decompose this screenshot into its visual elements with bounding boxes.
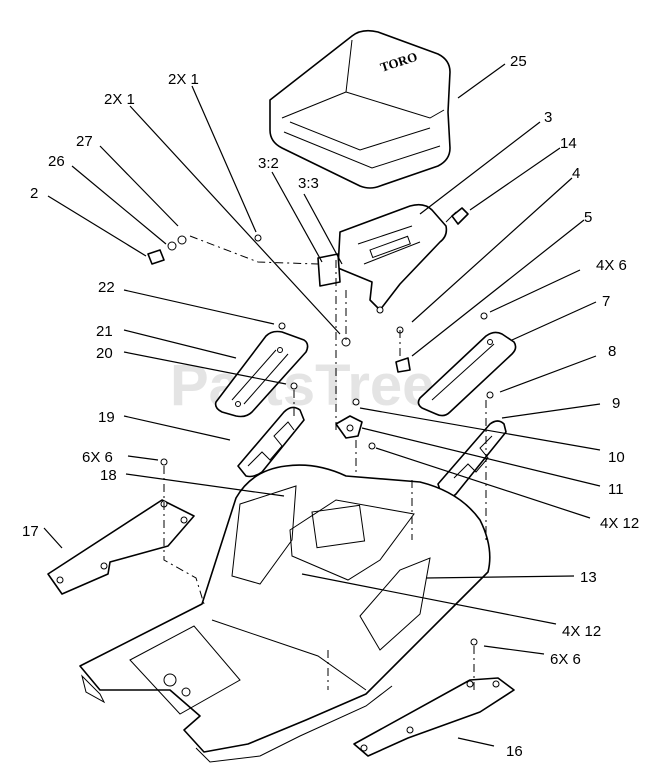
callouts: 25 3 14 4 5 4X 6 7 8 9 10 11 4X 12 13 4X… [22,53,639,760]
right-side-plate [353,677,515,757]
callout-7: 7 [602,293,610,310]
callout-11: 11 [608,481,624,498]
right-fender-pad [437,420,507,499]
callout-27: 27 [76,133,93,150]
leader-lines [43,63,601,747]
callout-8: 8 [608,343,616,360]
callout-4: 4 [572,165,580,182]
left-upper-plate [214,330,309,418]
right-upper-plate [417,331,517,417]
callout-2x1-left: 2X 1 [104,91,135,108]
seat-knob [445,207,469,225]
callout-22: 22 [98,279,115,296]
callout-3: 3 [544,109,552,126]
callout-6x6-left: 6X 6 [82,449,113,466]
callout-19: 19 [98,409,115,426]
left-fender-pad [237,406,305,478]
callout-4x6: 4X 6 [596,257,627,274]
callout-2: 2 [30,185,38,202]
hardware-bolts [147,234,494,646]
callout-18: 18 [100,467,117,484]
callout-10: 10 [608,449,625,466]
callout-16: 16 [506,743,523,760]
callout-26: 26 [48,153,65,170]
callout-13: 13 [580,569,597,586]
callout-5: 5 [584,209,592,226]
assembly-lines [163,235,487,690]
hinge-bracket [335,415,363,439]
callout-25: 25 [510,53,527,70]
callout-21: 21 [96,323,113,340]
left-side-plate [47,499,195,595]
callout-3-2: 3:2 [258,155,279,172]
callout-3-3: 3:3 [298,175,319,192]
callout-4x12-upper: 4X 12 [600,515,639,532]
fender-body [79,464,491,763]
seat: TORO [269,29,451,189]
callout-6x6-right: 6X 6 [550,651,581,668]
seat-pan [317,203,448,314]
callout-20: 20 [96,345,113,362]
callout-4x12-lower: 4X 12 [562,623,601,640]
callout-14: 14 [560,135,577,152]
callout-17: 17 [22,523,39,540]
watermark: PartsTree [170,353,434,418]
callout-9: 9 [612,395,620,412]
callout-2x1-right: 2X 1 [168,71,199,88]
